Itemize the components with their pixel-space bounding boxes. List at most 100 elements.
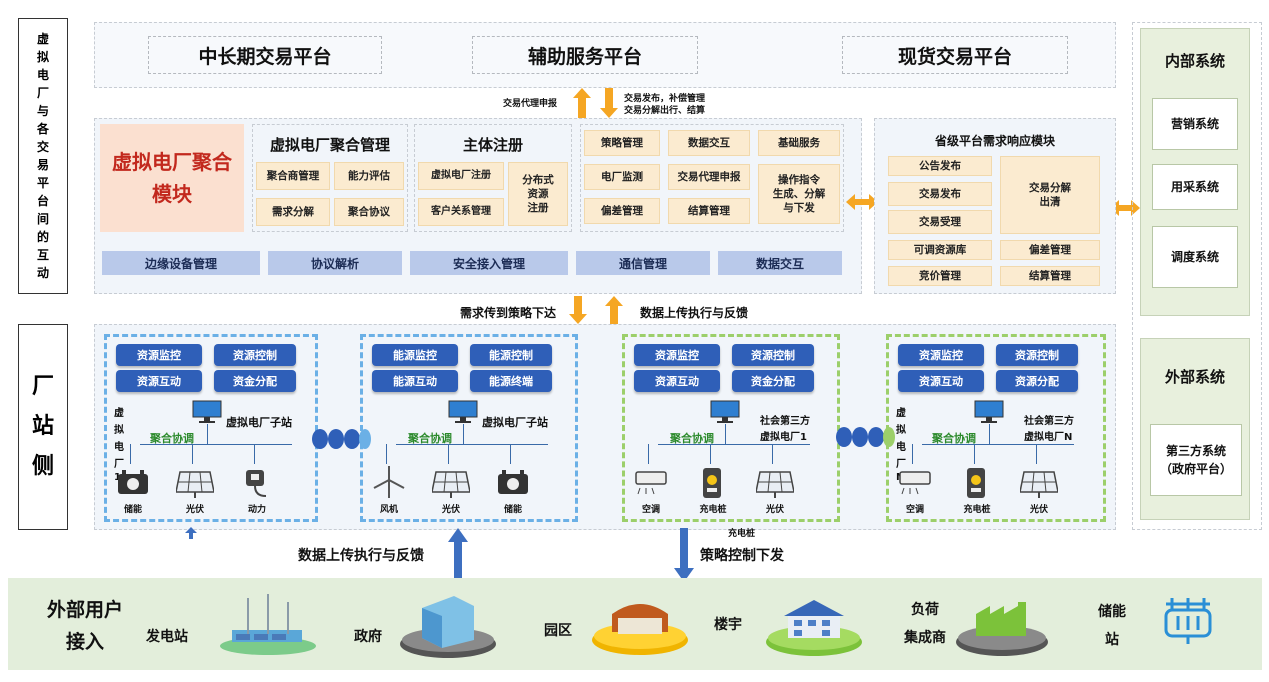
station-side-title: 厂站侧 (18, 324, 68, 530)
user-storage-station: 储能 站 (1098, 598, 1126, 654)
left-title-char: 互 (36, 248, 49, 262)
device-stem (772, 444, 773, 464)
station-2-agg: 聚合协调 (408, 432, 452, 445)
left-title-char: 各 (36, 122, 49, 136)
station-1-btn-3[interactable]: 资金分配 (214, 370, 296, 392)
prov-trade-accept: 交易受理 (888, 210, 992, 234)
station-3-agg: 聚合协调 (670, 432, 714, 445)
prov-trade-pub: 交易发布 (888, 182, 992, 206)
device-icon-充电桩 (694, 466, 732, 500)
station-4-btn-0[interactable]: 资源监控 (898, 344, 984, 366)
agg-mgmt-group (252, 124, 408, 232)
device-icon-风机 (370, 466, 408, 500)
storage-station-icon (1164, 598, 1212, 644)
left-title-char: 交 (36, 140, 49, 154)
bar-protocol-parse: 协议解析 (268, 251, 402, 275)
mid-arrows (569, 296, 623, 324)
label-lower-data-up: 数据上传执行与反馈 (298, 548, 424, 564)
device-stem (254, 444, 255, 464)
station-4-device-2: 光伏 (1029, 505, 1048, 515)
station-box-3 (622, 334, 840, 522)
station-3-btn-2[interactable]: 资源互动 (634, 370, 720, 392)
registration-group (414, 124, 572, 232)
station-2-btn-2[interactable]: 能源互动 (372, 370, 458, 392)
agg-item-aggregator: 聚合商管理 (256, 162, 330, 190)
station-4-btn-3[interactable]: 资源分配 (996, 370, 1078, 392)
reg-item-crm: 客户关系管理 (418, 198, 504, 226)
station-3-btn-3[interactable]: 资金分配 (732, 370, 814, 392)
reg-tall-3: 注册 (527, 202, 549, 215)
sys-marketing: 营销系统 (1152, 98, 1238, 150)
right-systems-area (1132, 22, 1262, 530)
platform-midlong: 中长期交易平台 (148, 36, 382, 74)
storage-2: 站 (1105, 632, 1119, 648)
arrow-up-shaft (454, 540, 462, 580)
arrow-down-shaft (680, 528, 688, 570)
func-data-exchange: 数据交互 (668, 130, 750, 156)
station-1-btn-1[interactable]: 资源控制 (214, 344, 296, 366)
op-cmd-3: 与下发 (783, 202, 815, 215)
monitor-icon (448, 400, 478, 424)
device-stem (648, 444, 649, 464)
left-title-char: 平 (36, 176, 49, 190)
station-4-btn-1[interactable]: 资源控制 (996, 344, 1078, 366)
agg-item-protocol: 聚合协议 (334, 198, 404, 226)
user-government: 政府 (354, 629, 382, 645)
station-1-vert: 虚 (114, 408, 124, 419)
station-2-btn-3[interactable]: 能源终端 (470, 370, 552, 392)
label-trade-pub: 交易发布，补偿管理 (624, 94, 706, 104)
left-title: 虚拟电厂与各交易平台间的互动 (18, 18, 68, 294)
vpp-module-line2: 模块 (152, 182, 192, 206)
station-4-btn-2[interactable]: 资源互动 (898, 370, 984, 392)
user-building: 楼宇 (714, 617, 742, 633)
left-title-char: 拟 (36, 50, 49, 64)
bar-comm-mgmt: 通信管理 (576, 251, 710, 275)
monitor-icon (974, 400, 1004, 424)
device-icon-光伏 (175, 466, 215, 500)
device-stem (1036, 444, 1037, 464)
station-3-extra: 充电桩 (728, 529, 756, 539)
label-data-up: 数据上传执行与反馈 (640, 306, 749, 320)
device-stem (386, 444, 387, 464)
station-4-device-0: 空调 (905, 505, 924, 515)
external-title: 外部系统 (1164, 368, 1225, 386)
agg-item-demand-split: 需求分解 (256, 198, 330, 226)
station-1-vert: 厂 (114, 459, 124, 470)
label-demand-down: 需求传到策略下达 (460, 306, 557, 320)
op-cmd-1: 操作指令 (778, 173, 820, 186)
left-title-char: 间 (36, 212, 49, 226)
station-1-btn-2[interactable]: 资源互动 (116, 370, 202, 392)
province-title: 省级平台需求响应模块 (934, 134, 1055, 148)
third-party-2: （政府平台） (1159, 462, 1232, 476)
station-4-vert: 虚 (896, 408, 906, 419)
station-4-device-1: 充电桩 (963, 505, 991, 515)
device-icon-光伏 (1019, 466, 1059, 500)
device-stem (448, 444, 449, 464)
user-power-station: 发电站 (146, 629, 188, 645)
station-3-btn-0[interactable]: 资源监控 (634, 344, 720, 366)
device-icon-储能 (494, 466, 532, 500)
device-stem (130, 444, 131, 464)
prov-bidding: 竞价管理 (888, 266, 992, 286)
sys-dispatch: 调度系统 (1152, 226, 1238, 288)
reg-item-vpp: 虚拟电厂注册 (418, 162, 504, 190)
prov-clear-2: 出清 (1039, 196, 1061, 208)
park-icon (592, 604, 688, 655)
users-title-1: 外部用户 (46, 599, 123, 621)
device-icon-光伏 (755, 466, 795, 500)
monitor-icon (192, 400, 222, 424)
left-title-char: 与 (36, 104, 49, 118)
station-1-btn-0[interactable]: 资源监控 (116, 344, 202, 366)
station-1-vert: 拟 (114, 425, 124, 436)
government-icon (400, 596, 496, 658)
prov-settlement: 结算管理 (1000, 266, 1100, 286)
bidir-arrow-1 (846, 194, 878, 210)
station-4-vert: 电 (896, 442, 906, 453)
station-2-btn-0[interactable]: 能源监控 (372, 344, 458, 366)
user-park: 园区 (544, 623, 572, 639)
station-3-btn-1[interactable]: 资源控制 (732, 344, 814, 366)
ellipsis-dots-2 (836, 427, 895, 447)
station-title-char: 厂 (31, 374, 54, 399)
station-2-btn-1[interactable]: 能源控制 (470, 344, 552, 366)
station-4-agg: 聚合协调 (932, 432, 976, 445)
